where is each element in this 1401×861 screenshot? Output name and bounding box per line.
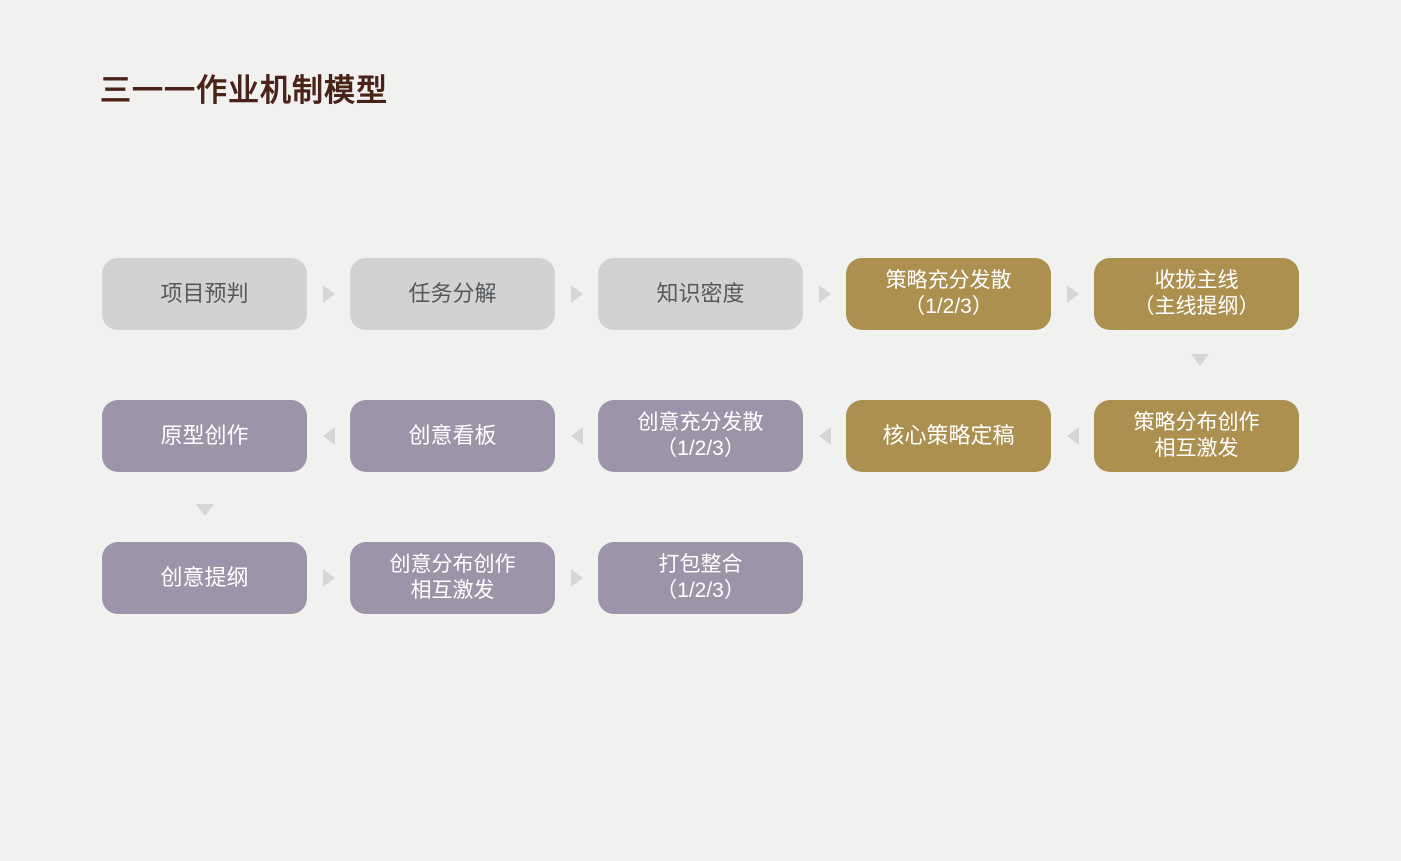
node-label-line1: 核心策略定稿 [882, 422, 1015, 448]
node-label-line1: 项目预判 [160, 280, 249, 306]
flow-row-3: 创意提纲 创意分布创作 相互激发 打包整合 （1/2/3） [102, 542, 1312, 614]
node-label-line1: 知识密度 [656, 280, 745, 306]
node-label-line1: 打包整合 [658, 553, 743, 577]
node-label-line1: 创意分布创作 [389, 553, 516, 577]
node-label-line1: 策略充分发散 [885, 269, 1012, 293]
connector-r1-1 [307, 258, 350, 330]
connector-r2-4 [1051, 400, 1094, 472]
connector-r1-4 [1051, 258, 1094, 330]
connector-r2-2 [555, 400, 598, 472]
node-creative-distributed-creation[interactable]: 创意分布创作 相互激发 [350, 542, 555, 614]
arrow-left-icon [322, 427, 335, 445]
node-creative-board[interactable]: 创意看板 [350, 400, 555, 472]
node-converge-mainline[interactable]: 收拢主线 （主线提纲） [1094, 258, 1299, 330]
arrow-right-icon [322, 569, 335, 587]
node-strategy-divergence[interactable]: 策略充分发散 （1/2/3） [846, 258, 1051, 330]
node-label-line2: 相互激发 [1154, 437, 1239, 460]
node-label-line2: （1/2/3） [904, 295, 993, 318]
arrow-down-icon [1191, 354, 1209, 366]
connector-r3-1 [307, 542, 350, 614]
node-label-line2: 相互激发 [410, 579, 495, 602]
node-core-strategy-final[interactable]: 核心策略定稿 [846, 400, 1051, 472]
node-task-breakdown[interactable]: 任务分解 [350, 258, 555, 330]
node-label-line2: （主线提纲） [1133, 295, 1260, 318]
node-project-prediction[interactable]: 项目预判 [102, 258, 307, 330]
node-label-line2: （1/2/3） [656, 579, 745, 602]
node-label-line1: 创意提纲 [160, 564, 249, 590]
flow-row-1: 项目预判 任务分解 知识密度 策略充分发散 （1/2/3） [102, 258, 1312, 330]
arrow-right-icon [818, 285, 831, 303]
flow-row-2: 原型创作 创意看板 创意充分发散 （1/2/3） 核心策略定稿 [102, 400, 1312, 472]
process-flow-diagram: 项目预判 任务分解 知识密度 策略充分发散 （1/2/3） [102, 258, 1312, 614]
arrow-right-icon [570, 285, 583, 303]
node-knowledge-density[interactable]: 知识密度 [598, 258, 803, 330]
arrow-right-icon [1066, 285, 1079, 303]
arrow-left-icon [1066, 427, 1079, 445]
node-label-line1: 策略分布创作 [1133, 411, 1260, 435]
connector-r3-2 [555, 542, 598, 614]
arrow-down-icon [196, 504, 214, 516]
node-creative-outline[interactable]: 创意提纲 [102, 542, 307, 614]
node-strategy-distributed-creation[interactable]: 策略分布创作 相互激发 [1094, 400, 1299, 472]
connector-row1-to-row2 [1189, 353, 1211, 367]
page-title: 三一一作业机制模型 [100, 73, 388, 108]
connector-r1-3 [803, 258, 846, 330]
node-label-line1: 任务分解 [408, 280, 497, 306]
node-label-line1: 原型创作 [160, 422, 249, 448]
arrow-left-icon [570, 427, 583, 445]
connector-r2-3 [803, 400, 846, 472]
node-label-line1: 创意看板 [408, 422, 497, 448]
connector-r2-1 [307, 400, 350, 472]
arrow-right-icon [570, 569, 583, 587]
connector-r1-2 [555, 258, 598, 330]
node-creative-divergence[interactable]: 创意充分发散 （1/2/3） [598, 400, 803, 472]
node-label-line2: （1/2/3） [656, 437, 745, 460]
connector-row2-to-row3 [194, 503, 216, 517]
arrow-right-icon [322, 285, 335, 303]
node-label-line1: 创意充分发散 [637, 411, 764, 435]
node-prototype-creation[interactable]: 原型创作 [102, 400, 307, 472]
arrow-left-icon [818, 427, 831, 445]
node-package-integration[interactable]: 打包整合 （1/2/3） [598, 542, 803, 614]
node-label-line1: 收拢主线 [1154, 269, 1239, 293]
